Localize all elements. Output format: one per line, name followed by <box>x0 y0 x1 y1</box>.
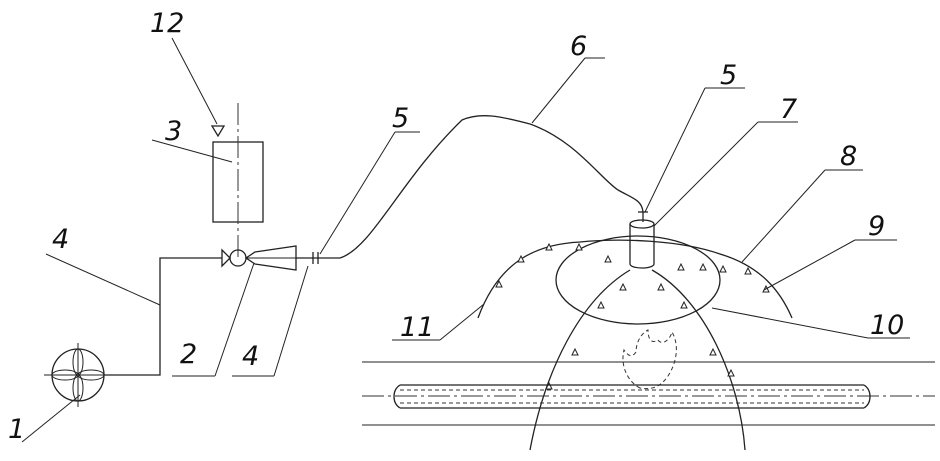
air-pipe <box>104 258 222 375</box>
label-nozzle: 9 <box>868 211 885 242</box>
label-pipe-left: 4 <box>52 224 69 255</box>
label-plate: 10 <box>870 310 904 341</box>
label-inlet: 12 <box>150 8 184 39</box>
label-ring: 8 <box>840 141 857 172</box>
inlet-arrow <box>212 126 224 136</box>
label-tank: 3 <box>165 116 182 147</box>
leader-lines <box>22 38 910 442</box>
label-pipe-bottom: 4 <box>242 341 259 372</box>
valve-left <box>296 252 340 264</box>
fan <box>44 343 112 407</box>
flame-icon <box>623 330 676 389</box>
label-valve-left: 5 <box>392 103 409 134</box>
spray-ring <box>478 240 792 318</box>
label-fan: 1 <box>8 414 25 445</box>
label-hose: 6 <box>570 31 587 62</box>
ground <box>362 362 935 425</box>
label-spray-head: 7 <box>780 94 797 125</box>
label-valve-top: 5 <box>720 60 737 91</box>
label-mixer: 2 <box>180 339 197 370</box>
spray-head <box>630 220 654 268</box>
labels: 1 2 3 4 4 5 5 6 7 8 9 10 11 12 <box>8 8 904 445</box>
hose <box>340 116 643 258</box>
label-nozzle-arc: 11 <box>400 312 434 343</box>
